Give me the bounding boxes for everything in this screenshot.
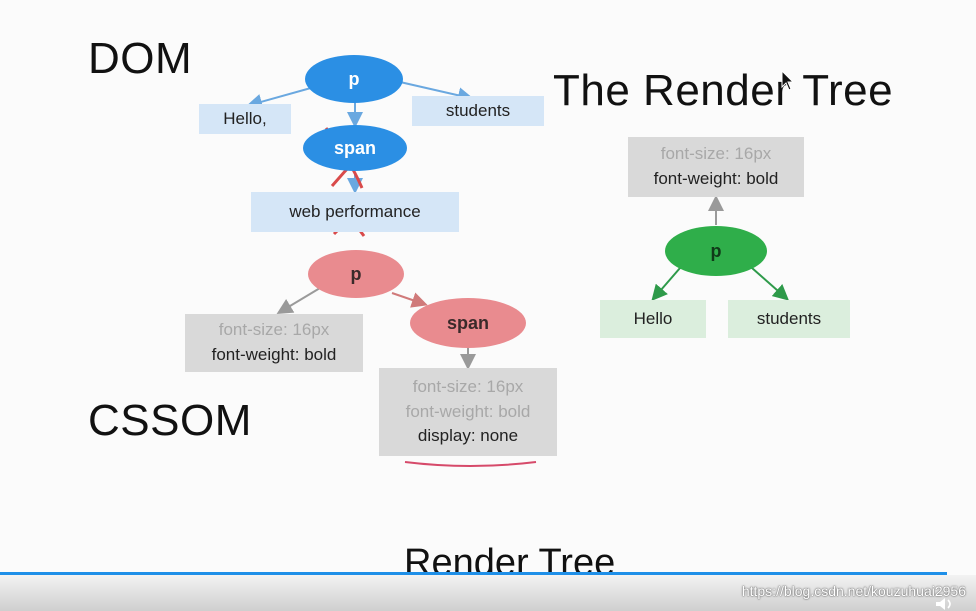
render-students-label: students — [756, 308, 822, 328]
edge-dom-p-students — [399, 81, 474, 104]
cssom-p-font-size: font-size: 16px — [218, 320, 330, 340]
dom-hello-label: Hello, — [223, 108, 267, 128]
dom-hello-node: Hello, — [199, 104, 291, 134]
dom-students-label: students — [445, 100, 511, 120]
cssom-span-style-node: font-size: 16px font-weight: bold displa… — [379, 368, 557, 456]
underline-annotation — [404, 461, 537, 467]
cssom-title: CSSOM — [88, 396, 252, 445]
cssom-p-font-weight: font-weight: bold — [211, 345, 337, 364]
render-font-size: font-size: 16px — [660, 144, 772, 164]
edge-render-p-students — [751, 267, 789, 301]
cssom-span-node: span — [410, 298, 526, 348]
cssom-p-style-node: font-size: 16px font-weight: bold — [185, 314, 363, 372]
render-p-node: p — [665, 226, 767, 276]
dom-span-label: span — [333, 137, 376, 158]
watermark-text: https://blog.csdn.net/kouzuhuai2956 — [741, 583, 966, 599]
mouse-cursor-icon — [781, 70, 795, 91]
dom-p-label: p — [348, 68, 360, 89]
cssom-span-font-size: font-size: 16px — [412, 377, 524, 397]
edge-render-p-hello — [651, 267, 681, 302]
render-p-label: p — [710, 240, 722, 261]
render-font-weight: font-weight: bold — [653, 169, 779, 188]
render-tree-title: The Render Tree — [553, 66, 894, 115]
dom-web-performance-label: web performance — [289, 201, 421, 221]
video-progress-bar[interactable] — [0, 572, 947, 575]
render-hello-label: Hello — [633, 308, 673, 328]
dom-span-node: span — [303, 125, 407, 171]
edge-cssom-p-span — [391, 292, 428, 308]
dom-title: DOM — [88, 34, 193, 83]
dom-p-node: p — [305, 55, 403, 103]
dom-students-node: students — [412, 96, 544, 126]
video-controls-bar[interactable] — [0, 575, 976, 611]
volume-icon[interactable] — [934, 597, 958, 611]
cssom-span-display: display: none — [417, 426, 519, 446]
edge-dom-p-hello — [246, 85, 319, 110]
cssom-span-font-weight: font-weight: bold — [405, 401, 531, 421]
cssom-p-node: p — [308, 250, 404, 298]
dom-web-performance-node: web performance — [251, 192, 459, 232]
edge-cssom-p-style — [276, 287, 321, 315]
cssom-span-label: span — [446, 312, 489, 333]
render-students-node: students — [728, 300, 850, 338]
cssom-p-label: p — [350, 263, 362, 284]
render-style-node: font-size: 16px font-weight: bold — [628, 137, 804, 197]
render-hello-node: Hello — [600, 300, 706, 338]
